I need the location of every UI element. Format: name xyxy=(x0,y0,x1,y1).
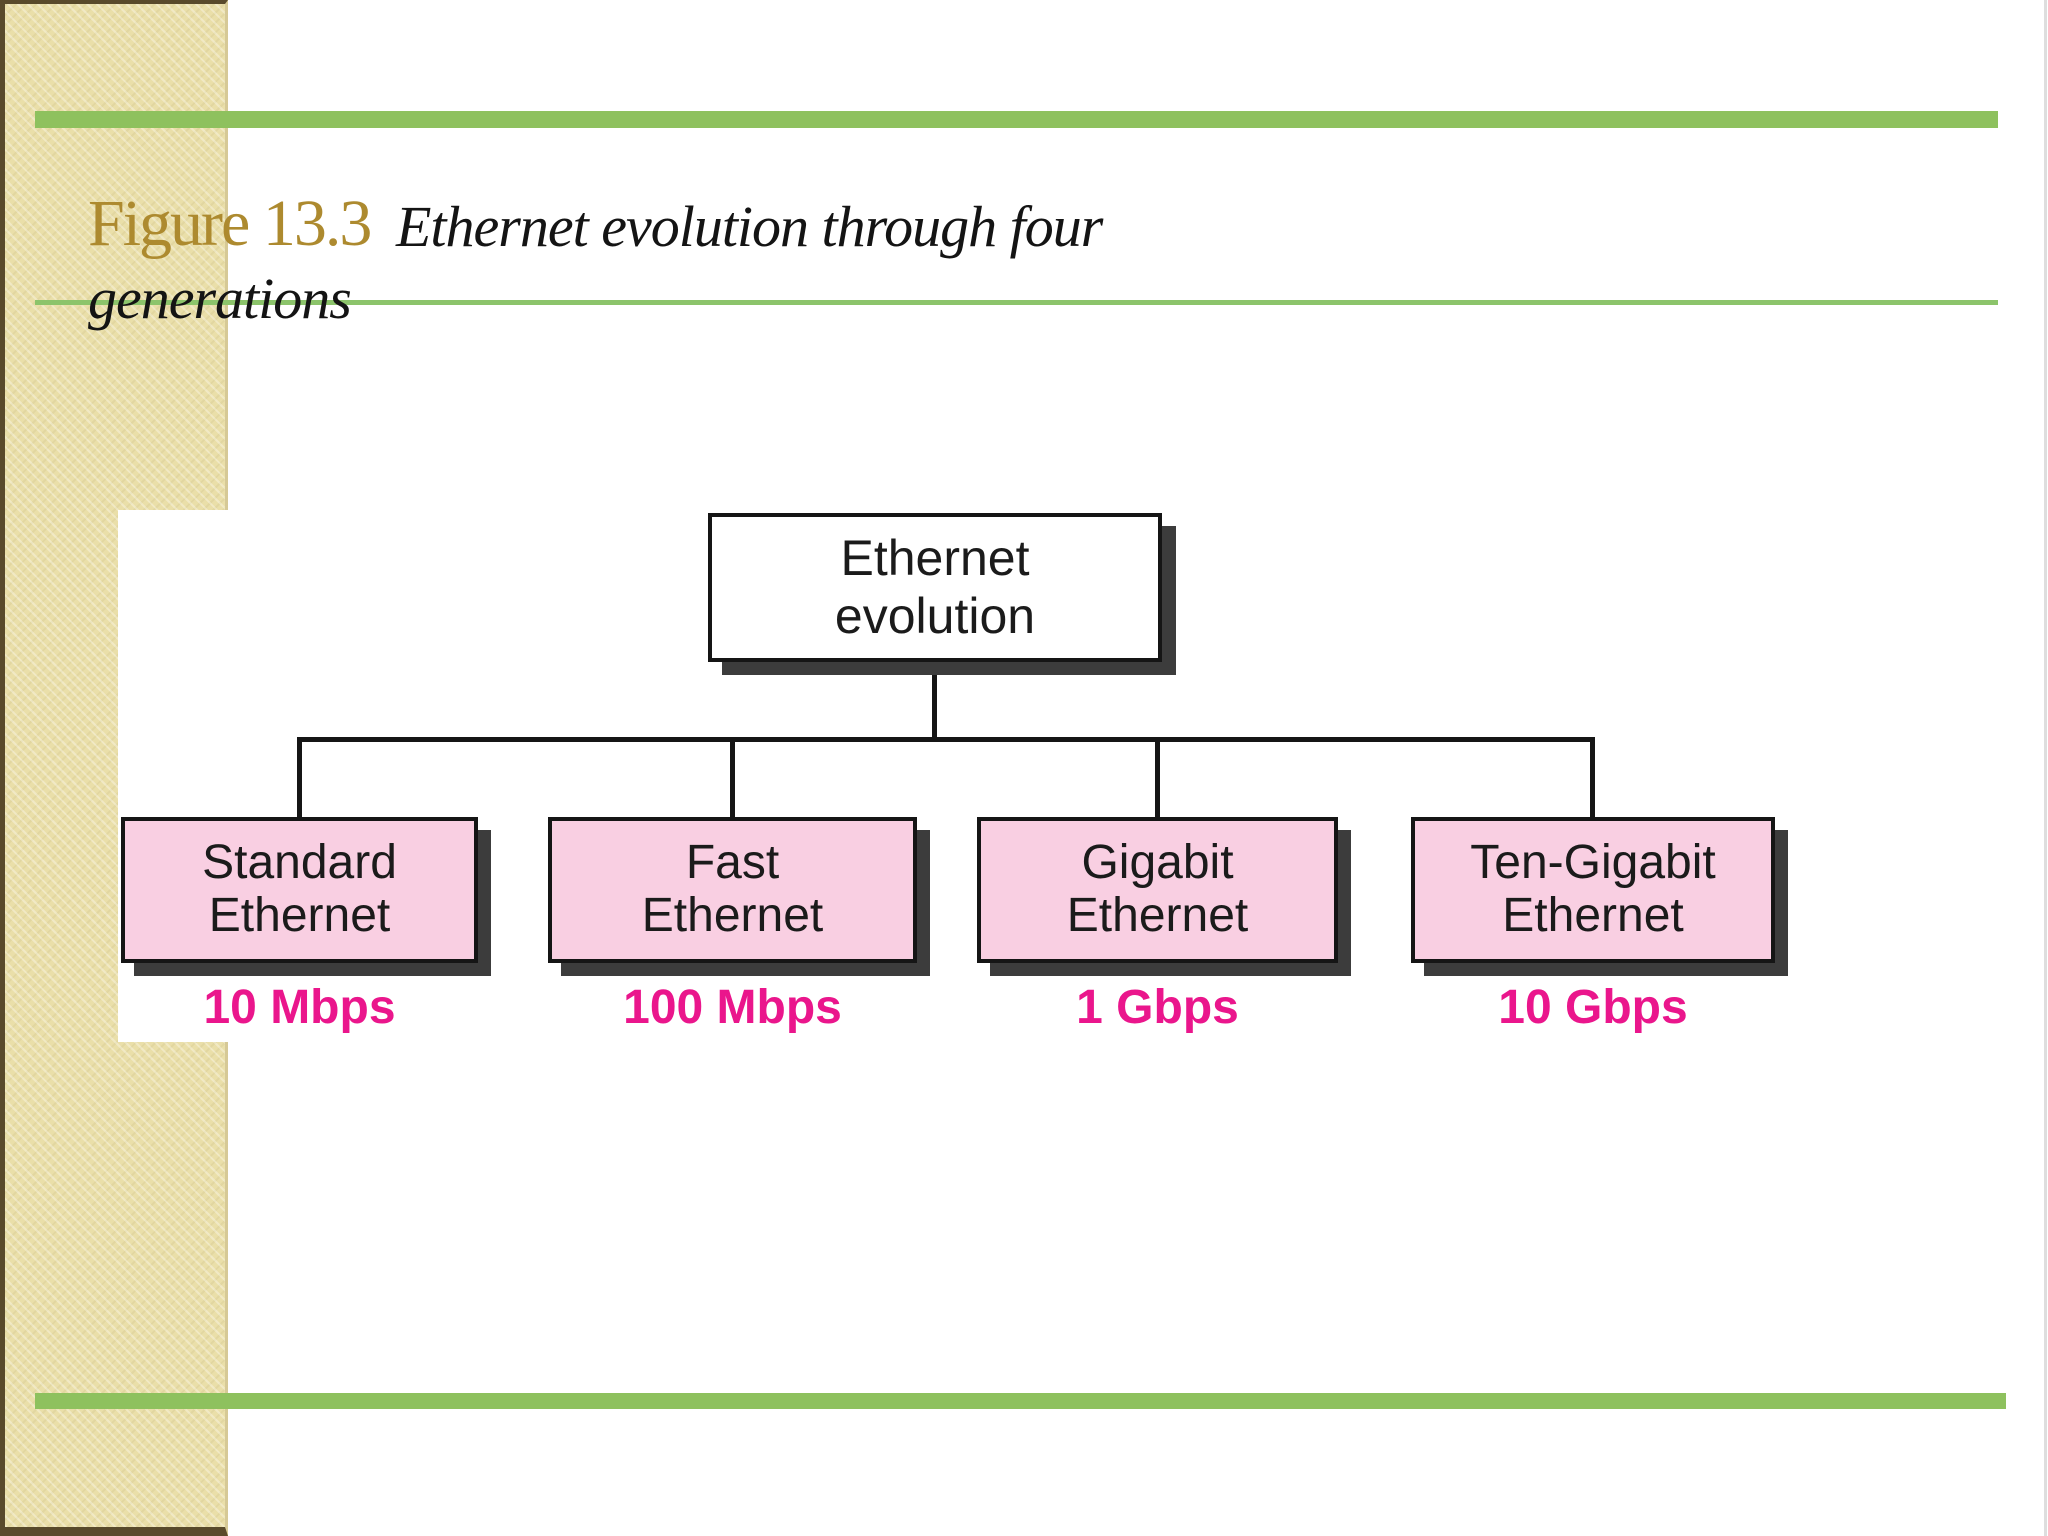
connector-root-stem xyxy=(932,662,937,742)
connector-drop-ten-gigabit xyxy=(1590,740,1595,817)
speed-label-gigabit: 1 Gbps xyxy=(1076,981,1239,1034)
speed-label-fast: 100 Mbps xyxy=(623,981,842,1034)
child-box-label-line2: Ethernet xyxy=(641,889,824,942)
speed-label-standard: 10 Mbps xyxy=(203,981,396,1034)
child-box-fast-ethernet: Fast Ethernet xyxy=(548,817,917,963)
child-box-ten-gigabit-ethernet: Ten-Gigabit Ethernet xyxy=(1411,817,1775,963)
connector-drop-gigabit xyxy=(1155,740,1160,817)
child-box-label-line2: Ethernet xyxy=(208,889,391,942)
child-box-label-line2: Ethernet xyxy=(1066,889,1249,942)
figure-number-label: Figure 13.3 xyxy=(88,187,372,260)
root-box-label-line1: Ethernet xyxy=(840,530,1030,586)
connector-drop-standard xyxy=(297,740,302,817)
connector-drop-fast xyxy=(730,740,735,817)
figure-caption-line1: Ethernet evolution through four xyxy=(396,194,1103,259)
child-box-standard-ethernet: Standard Ethernet xyxy=(121,817,478,963)
child-box-gigabit-ethernet: Gigabit Ethernet xyxy=(977,817,1338,963)
bottom-accent-bar xyxy=(35,1393,2006,1409)
top-accent-bar xyxy=(35,111,1998,128)
connector-horizontal xyxy=(297,737,1595,742)
root-box-label-line2: evolution xyxy=(834,587,1036,644)
child-box-label-line1: Fast xyxy=(685,836,780,890)
child-box-label-line1: Ten-Gigabit xyxy=(1470,836,1716,890)
child-box-label-line1: Gigabit xyxy=(1081,836,1234,890)
root-box-ethernet-evolution: Ethernet evolution xyxy=(708,513,1162,662)
title-underline xyxy=(35,300,1998,305)
child-box-label-line1: Standard xyxy=(202,836,397,890)
figure-caption-line2: generations xyxy=(88,266,352,331)
page-right-edge-line xyxy=(2044,0,2047,1536)
speed-label-ten-gigabit: 10 Gbps xyxy=(1498,981,1688,1034)
child-box-label-line2: Ethernet xyxy=(1502,889,1684,942)
